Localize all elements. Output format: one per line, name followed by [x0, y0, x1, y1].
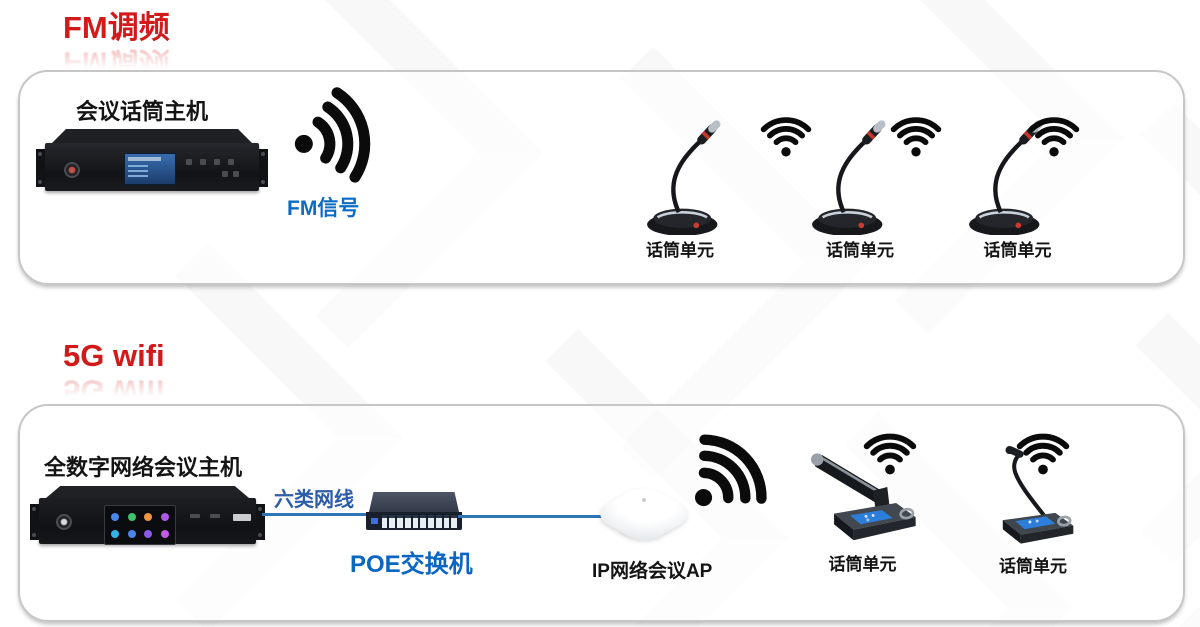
- ethernet-port: [404, 514, 411, 528]
- fm-host-label: 会议话筒主机: [76, 99, 209, 124]
- section-title-text: 5G wifi: [63, 338, 165, 373]
- device-button: [233, 171, 239, 177]
- ap-status-dot: [642, 498, 646, 502]
- wifi-signal-icon: [1028, 106, 1080, 158]
- switch-top-face: [369, 492, 459, 512]
- app-icon: [111, 529, 120, 538]
- ethernet-port: [412, 514, 419, 528]
- app-icon: [160, 512, 169, 521]
- brand-logo: [233, 514, 251, 521]
- mic-unit: 话筒单元: [950, 100, 1150, 260]
- rack-top-face: [46, 486, 249, 498]
- device-button: [200, 159, 206, 165]
- app-icon: [111, 512, 120, 521]
- front-buttons: [186, 159, 234, 165]
- app-icon: [144, 512, 153, 521]
- mic-unit-label: 话筒单元: [826, 241, 894, 260]
- lcd-screen: [124, 153, 176, 185]
- ethernet-port: [397, 514, 403, 528]
- ethernet-port: [389, 514, 396, 528]
- app-icon: [127, 512, 136, 521]
- mic-unit-label: 话筒单元: [828, 555, 897, 574]
- network-host-device: [30, 486, 265, 548]
- touch-screen: [104, 505, 176, 545]
- front-ports: [190, 514, 220, 518]
- fm-signal-label: FM信号: [287, 197, 360, 220]
- mic-unit-label: 话筒单元: [983, 241, 1052, 260]
- app-icon: [160, 529, 169, 538]
- bar-array-microphone-icon: [801, 448, 931, 550]
- section-title-reflection: 5G wifi: [63, 373, 165, 409]
- rack-ear-right: [256, 504, 265, 540]
- ethernet-port: [451, 514, 458, 528]
- mic-unit: 话筒单元: [610, 100, 820, 260]
- device-button: [228, 159, 234, 165]
- cat6-cable-label: 六类网线: [274, 489, 354, 511]
- wifi-signal-icon: [282, 77, 401, 196]
- power-button: [56, 514, 72, 530]
- ethernet-port: [381, 514, 388, 528]
- ethernet-port: [420, 514, 427, 528]
- section-title-fm: FM调频 FM调频: [63, 10, 170, 80]
- mic-unit: 话筒单元: [950, 418, 1130, 578]
- mic-unit-label: 话筒单元: [999, 557, 1067, 576]
- mic-unit: 话筒单元: [790, 100, 990, 260]
- front-buttons: [222, 171, 239, 177]
- rack-ear-left: [36, 149, 45, 187]
- device-port: [190, 514, 200, 518]
- rack-ear-left: [30, 504, 39, 540]
- device-button: [214, 159, 220, 165]
- ceiling-ap-device: [590, 482, 698, 546]
- rack-top-face: [52, 129, 252, 143]
- mic-unit: 话筒单元: [795, 418, 975, 578]
- app-icon: [144, 529, 153, 538]
- poe-switch-label: POE交换机: [350, 551, 473, 578]
- ethernet-port: [443, 514, 450, 528]
- gooseneck-desk-unit-icon: [968, 446, 1090, 550]
- gooseneck-microphone-icon: [640, 112, 728, 235]
- fm-host-device: [36, 129, 268, 195]
- device-button: [186, 159, 192, 165]
- switch-led: [371, 518, 378, 524]
- network-host-label: 全数字网络会议主机: [44, 455, 243, 480]
- network-cable-line: [262, 513, 368, 516]
- device-button: [222, 171, 228, 177]
- ap-label: IP网络会议AP: [592, 561, 713, 582]
- poe-switch-device: [366, 492, 462, 538]
- section-title-text: FM调频: [63, 10, 170, 45]
- wifi-signal-icon: [890, 106, 942, 158]
- rack-ear-right: [259, 149, 268, 187]
- gooseneck-microphone-icon: [805, 112, 893, 235]
- ethernet-port: [435, 514, 442, 528]
- app-icon: [127, 529, 136, 538]
- mic-unit-label: 话筒单元: [646, 241, 714, 260]
- network-cable-line: [458, 515, 610, 518]
- power-button: [64, 162, 80, 178]
- device-port: [210, 514, 220, 518]
- ethernet-port: [428, 514, 434, 528]
- section-title-5g-wifi: 5G wifi 5G wifi: [63, 338, 165, 409]
- switch-front-face: [366, 512, 462, 530]
